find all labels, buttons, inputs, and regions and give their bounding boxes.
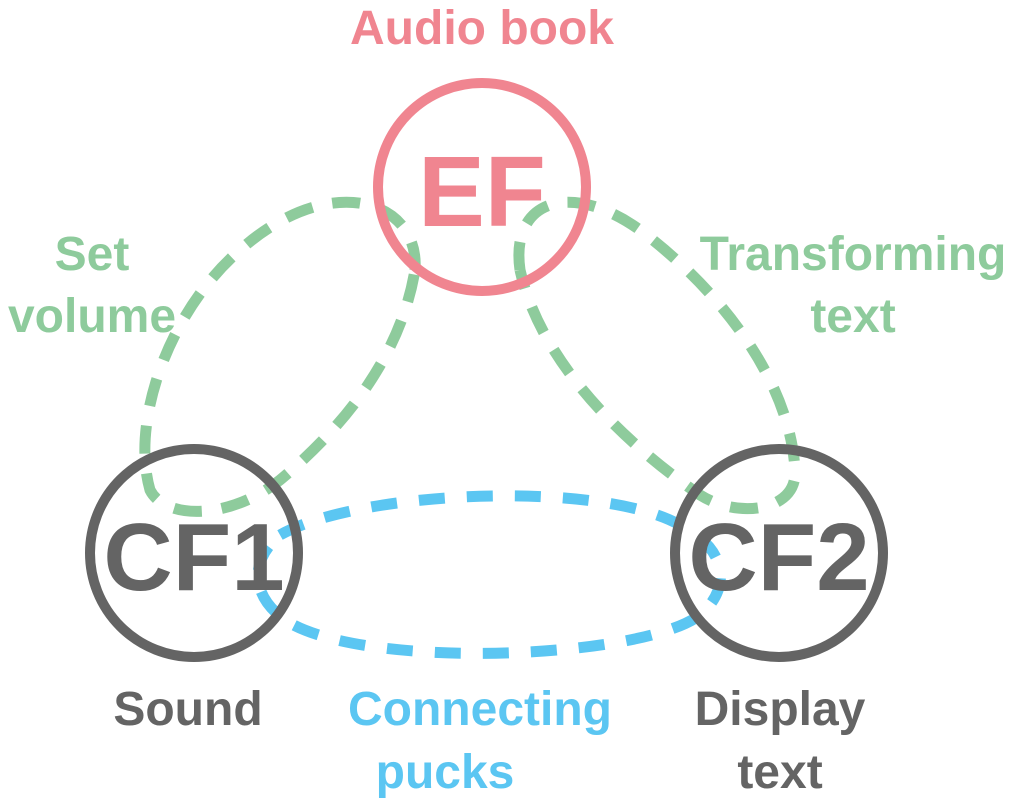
cf2-caption-line2: text bbox=[737, 746, 822, 799]
ef-caption: Audio book bbox=[350, 2, 614, 55]
edge-cf1-cf2 bbox=[252, 490, 726, 659]
edge-ef-cf1 bbox=[139, 196, 421, 517]
transforming-text-label-line2: text bbox=[810, 290, 895, 343]
connecting-pucks-label-line1: Connecting bbox=[348, 683, 612, 736]
connecting-pucks-label-line2: pucks bbox=[376, 746, 515, 799]
transforming-text-label-line1: Transforming bbox=[700, 228, 1007, 281]
node-ef-circle bbox=[373, 78, 591, 296]
set-volume-label-line1: Set bbox=[55, 228, 130, 281]
node-cf2-circle bbox=[670, 444, 888, 662]
node-ef-label: EF bbox=[418, 136, 546, 248]
cf2-caption-line1: Display bbox=[695, 683, 866, 736]
node-cf2-label: CF2 bbox=[688, 504, 869, 611]
set-volume-label-line2: volume bbox=[8, 290, 176, 343]
cf1-caption: Sound bbox=[113, 683, 262, 736]
node-cf1-circle bbox=[85, 444, 303, 662]
node-cf1-label: CF1 bbox=[103, 504, 284, 611]
